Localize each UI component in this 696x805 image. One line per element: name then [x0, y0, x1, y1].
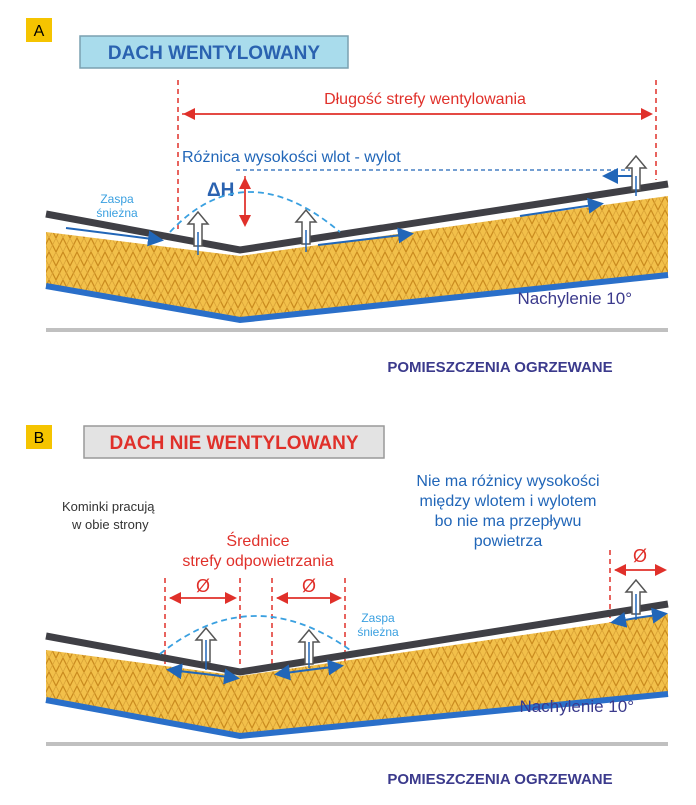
snowdrift-label-a-2: śnieżna	[96, 206, 138, 220]
vent-icon-a-3	[624, 154, 648, 196]
vapor-barrier-b	[45, 691, 669, 740]
diameter-label-1: Średnice	[226, 531, 289, 550]
diam-3-symbol: Ø	[633, 546, 647, 566]
slope-label-b: Nachylenie 10°	[519, 697, 634, 716]
height-diff-label: Różnica wysokości wlot - wylot	[182, 149, 401, 166]
chimneys-label-2: w obie strony	[71, 517, 149, 532]
airflow-arrow-b-6	[610, 611, 637, 628]
airflow-arrow-b-1	[166, 663, 206, 680]
vent-icon-b-2	[297, 628, 321, 668]
panel-a-letter-box	[26, 18, 52, 42]
airflow-arrow-b-5	[635, 607, 668, 624]
airflow-arrow-b-3	[274, 664, 309, 681]
chimneys-label-1: Kominki pracują	[62, 499, 155, 514]
snowdrift-curve-b	[159, 615, 351, 655]
panel-b-letter: B	[34, 430, 45, 447]
no-diff-label-1: Nie ma różnicy wysokości	[416, 473, 599, 490]
panel-a-letter: A	[34, 23, 45, 40]
airflow-arrow-a-2	[317, 227, 414, 246]
vent-icon-b-1	[194, 626, 218, 670]
airflow-arrow-b-2	[204, 668, 240, 685]
heated-rooms-label-a: POMIESZCZENIA OGRZEWANE	[387, 359, 612, 376]
panel-b: B DACH NIE WENTYLOWANY Kominki pracują w…	[26, 425, 669, 788]
vent-icon-a-2	[294, 208, 318, 252]
delta-h-label: ΔH	[207, 180, 234, 201]
roof-membrane-b	[45, 600, 669, 676]
no-diff-label-3: bo nie ma przepływu	[435, 513, 582, 530]
zone-length-label: Długość strefy wentylowania	[324, 91, 526, 108]
insulation-b	[46, 614, 668, 736]
diam-1-symbol: Ø	[196, 576, 210, 596]
vent-icon-b-3	[624, 578, 648, 620]
panel-a-title: DACH WENTYLOWANY	[108, 43, 320, 64]
panel-a: A DACH WENTYLOWANY Długość strefy wentyl…	[26, 18, 669, 376]
snowdrift-label-a-1: Zaspa	[100, 192, 134, 206]
airflow-arrow-a-3	[519, 197, 604, 217]
diameter-label-2: strefy odpowietrzania	[182, 553, 333, 570]
snowdrift-label-b-2: śnieżna	[357, 625, 399, 639]
panel-b-title: DACH NIE WENTYLOWANY	[109, 433, 358, 454]
snowdrift-curve-a	[169, 191, 341, 233]
no-diff-label-2: między wlotem i wylotem	[420, 493, 597, 510]
panel-b-title-box	[83, 425, 385, 459]
panel-b-letter-box	[26, 425, 52, 449]
no-diff-label-4: powietrza	[474, 533, 543, 550]
vent-icon-a-1	[186, 210, 210, 255]
roof-membrane-a	[45, 180, 669, 254]
airflow-arrow-b-4	[307, 659, 344, 676]
airflow-arrow-a-1	[65, 227, 164, 247]
heated-rooms-label-b: POMIESZCZENIA OGRZEWANE	[387, 771, 612, 788]
vapor-barrier-a	[45, 272, 669, 324]
diam-2-symbol: Ø	[302, 576, 316, 596]
panel-a-title-box	[79, 35, 349, 69]
snowdrift-label-b-1: Zaspa	[361, 611, 395, 625]
slope-label-a: Nachylenie 10°	[517, 289, 632, 308]
